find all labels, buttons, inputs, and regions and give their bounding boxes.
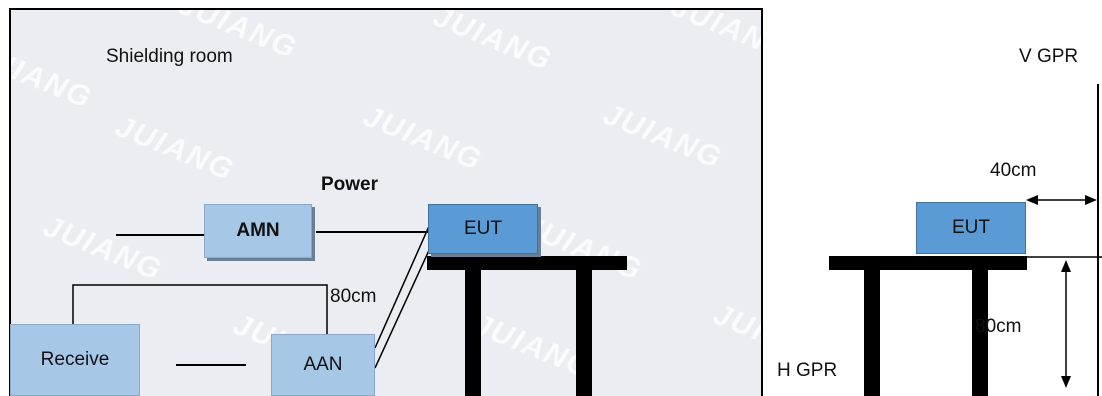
- aan-box: AAN: [271, 334, 375, 396]
- power-label: Power: [321, 174, 379, 195]
- distance-label-40cm: 40cm: [990, 160, 1037, 181]
- vgpr-label: V GPR: [1019, 46, 1079, 67]
- arrowhead: [1061, 260, 1071, 272]
- aan-eut-line-1: [374, 223, 431, 349]
- receive-aan-line: [72, 284, 328, 334]
- left-table-top: [427, 256, 627, 270]
- right-table-leg: [972, 270, 988, 396]
- left-table-leg: [465, 270, 481, 396]
- hgpr-label: H GPR: [777, 360, 838, 381]
- left-table-leg: [576, 270, 592, 396]
- arrowhead: [1085, 195, 1097, 205]
- shielding-room-border: [9, 8, 763, 396]
- arrowhead: [1061, 376, 1071, 388]
- eut-box-right: EUT: [916, 202, 1026, 254]
- distance-label-80cm-vertical: 80cm: [975, 316, 1022, 337]
- arrowhead: [1026, 195, 1038, 205]
- eut-box-left: EUT: [428, 204, 538, 254]
- distance-label-80cm: 80cm: [330, 286, 377, 307]
- amn-box: AMN: [204, 204, 312, 258]
- receiver-box: Receive: [10, 324, 140, 396]
- shielding-room-label: Shielding room: [106, 46, 233, 67]
- aan-eut-line-2: [374, 245, 432, 369]
- gpr-setup-area: [764, 0, 1102, 396]
- right-table-leg: [864, 270, 880, 396]
- right-table-top: [829, 256, 1027, 270]
